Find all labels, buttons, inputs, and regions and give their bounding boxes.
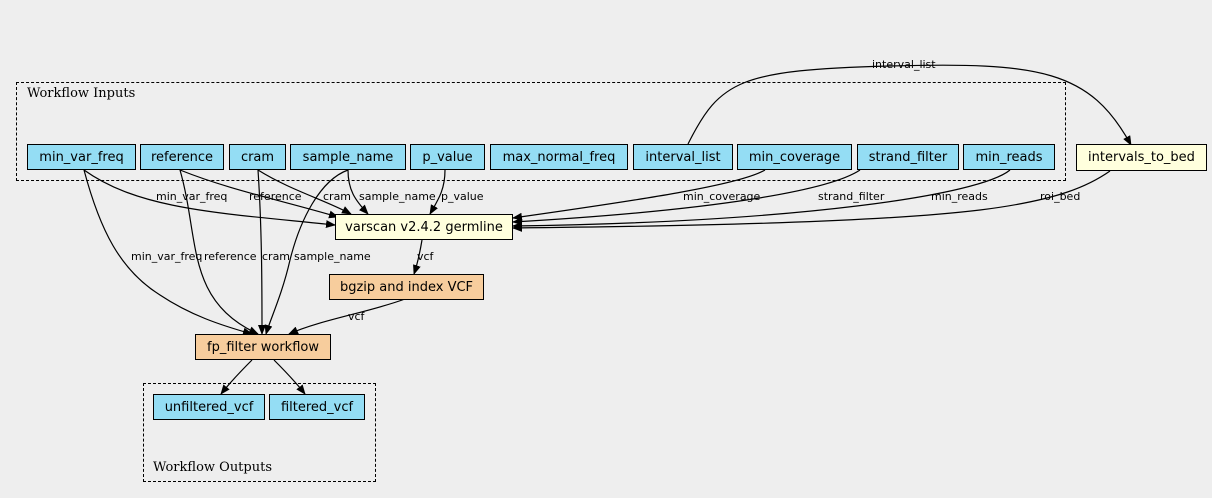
edge-sample-name-fp [264,169,349,335]
edge-label-roi-bed: roi_bed [1040,190,1081,203]
edge-vcf-bgzip [413,239,423,275]
step-node-bgzip-index-vcf[interactable]: bgzip and index VCF [329,274,484,300]
output-node-unfiltered-vcf[interactable]: unfiltered_vcf [153,394,265,420]
edge-sample-name-varscan [347,169,369,215]
edge-label-min-var-freq-fp: min_var_freq [131,250,203,263]
edge-label-vcf-fp: vcf [348,310,365,323]
edge-label-min-var-freq-varscan: min_var_freq [156,190,228,203]
edge-label-cram-varscan: cram [323,190,352,203]
edge-label-cram-fp: cram [262,250,291,263]
edge-min-reads-varscan [512,169,1011,230]
input-node-max-normal-freq[interactable]: max_normal_freq [490,144,628,170]
edge-cram-varscan [257,169,352,215]
edge-reference-varscan [179,169,339,219]
edge-label-vcf-bgzip: vcf [417,250,434,263]
edge-fp-filtered [273,359,306,395]
edge-vcf-fp [288,298,406,335]
workflow-inputs-label: Workflow Inputs [27,86,136,101]
edge-label-p-value-varscan: p_value [441,190,484,203]
input-node-interval-list[interactable]: interval_list [633,144,733,170]
edge-label-reference-varscan: reference [249,190,302,203]
input-node-cram[interactable]: cram [229,144,286,170]
edge-strand-filter-varscan [512,169,861,226]
step-node-intervals-to-bed[interactable]: intervals_to_bed [1076,144,1207,171]
input-node-min-coverage[interactable]: min_coverage [737,144,852,170]
edge-label-interval-list: interval_list [872,58,936,71]
edge-reference-fp [179,169,259,335]
edge-min-var-freq-fp [83,169,253,336]
input-node-p-value[interactable]: p_value [410,144,485,170]
edge-min-coverage-varscan [512,169,766,221]
edge-label-min-coverage: min_coverage [683,190,761,203]
step-node-varscan-germline[interactable]: varscan v2.4.2 germline [335,214,513,240]
edge-label-reference-fp: reference [204,250,257,263]
edge-label-sample-name-varscan: sample_name [359,190,436,203]
edge-p-value-varscan [429,169,446,215]
workflow-outputs-label: Workflow Outputs [153,460,272,475]
input-node-min-reads[interactable]: min_reads [963,144,1055,170]
edge-fp-unfiltered [220,359,253,395]
edge-cram-fp [257,169,266,335]
workflow-inputs-cluster [16,82,1066,181]
edge-interval-list [687,64,1132,146]
input-node-min-var-freq[interactable]: min_var_freq [27,144,136,170]
edge-roi-bed-varscan [512,170,1111,232]
output-node-filtered-vcf[interactable]: filtered_vcf [269,394,365,420]
step-node-fp-filter-workflow[interactable]: fp_filter workflow [195,334,331,360]
edge-min-var-freq-varscan [83,169,336,229]
input-node-reference[interactable]: reference [140,144,224,170]
edge-label-min-reads: min_reads [931,190,988,203]
edge-label-sample-name-fp: sample_name [294,250,371,263]
input-node-sample-name[interactable]: sample_name [290,144,406,170]
edge-label-strand-filter: strand_filter [818,190,885,203]
workflow-outputs-cluster [143,383,376,482]
input-node-strand-filter[interactable]: strand_filter [857,144,959,170]
